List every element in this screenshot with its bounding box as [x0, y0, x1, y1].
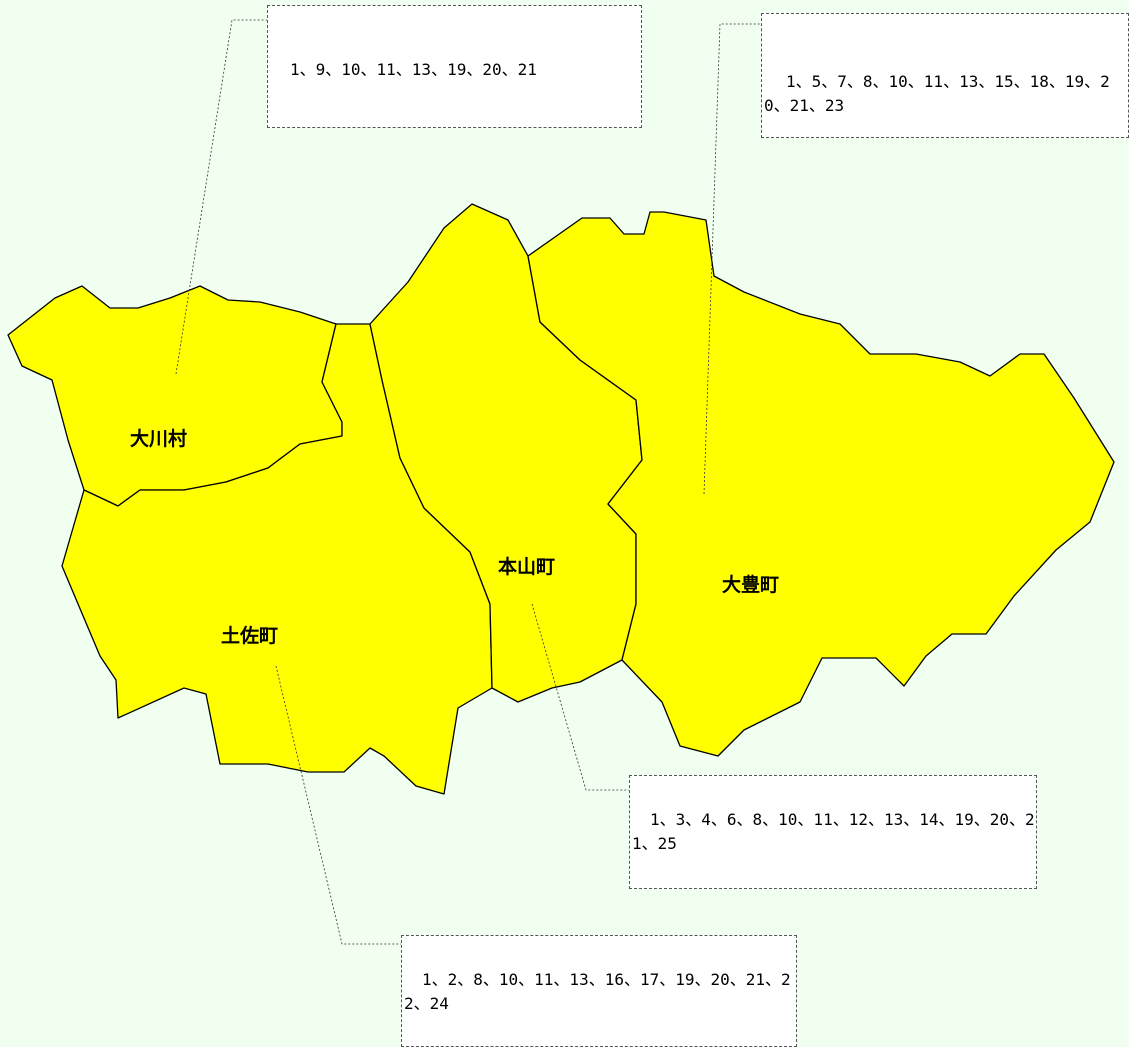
callout-tosa: 1、2、8、10、11、13、16、17、19、20、21、22、24: [401, 935, 797, 1047]
leader-line-tosa: [275, 665, 402, 945]
callout-motoyama: 1、3、4、6、8、10、11、12、13、14、19、20、21、25: [629, 775, 1037, 889]
callout-text-motoyama: 1、3、4、6、8、10、11、12、13、14、19、20、21、25: [632, 810, 1035, 853]
callout-text-okawa: 1、9、10、11、13、19、20、21: [290, 60, 537, 79]
callout-text-tosa: 1、2、8、10、11、13、16、17、19、20、21、22、24: [404, 970, 791, 1013]
region-label-otoyo: 大豊町: [722, 574, 780, 596]
callout-otoyo: 1、5、7、8、10、11、13、15、18、19、20、21、23: [761, 13, 1129, 138]
region-label-okawa: 大川村: [130, 428, 188, 450]
region-otoyo[interactable]: [527, 211, 1115, 757]
callout-text-otoyo: 1、5、7、8、10、11、13、15、18、19、20、21、23: [764, 72, 1110, 115]
region-label-tosa: 土佐町: [221, 625, 279, 647]
leader-line-otoyo: [703, 23, 762, 495]
callout-okawa: 1、9、10、11、13、19、20、21: [267, 5, 642, 128]
leader-line-motoyama: [531, 603, 630, 791]
region-label-motoyama: 本山町: [498, 556, 556, 578]
